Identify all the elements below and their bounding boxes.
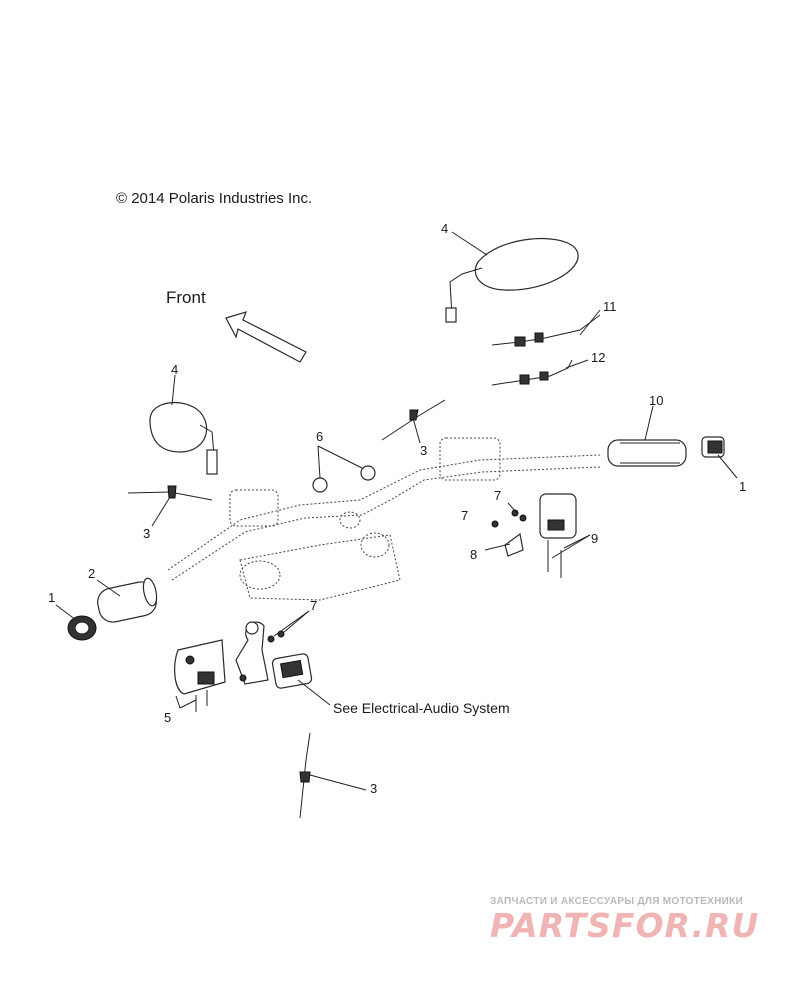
watermark-logo: PARTSFOR.RU xyxy=(490,906,760,945)
bar-end-left xyxy=(67,615,97,641)
callout-2: 2 xyxy=(88,566,96,581)
cable-clip-b xyxy=(360,465,376,481)
screws-7-right xyxy=(491,509,527,528)
callout-3-top: 3 xyxy=(420,443,428,458)
cable-tie-bottom xyxy=(299,732,311,819)
screws-7-bottom xyxy=(239,630,285,682)
callout-3-bottom: 3 xyxy=(370,781,378,796)
callout-3-left: 3 xyxy=(143,526,151,541)
reference-note: See Electrical-Audio System xyxy=(333,700,510,716)
callout-7-right-b: 7 xyxy=(461,508,469,523)
mount-bracket xyxy=(235,621,269,685)
callout-10: 10 xyxy=(649,393,664,408)
callout-5: 5 xyxy=(164,710,172,725)
bracket-8 xyxy=(504,532,524,557)
callout-7-bottom: 7 xyxy=(310,598,318,613)
cable-tie-top xyxy=(381,399,446,441)
left-grip xyxy=(97,577,158,623)
callout-7-right-a: 7 xyxy=(494,488,502,503)
throttle-cable xyxy=(491,359,573,386)
callout-4-top: 4 xyxy=(441,221,449,236)
front-direction-arrow xyxy=(225,311,307,363)
front-label: Front xyxy=(166,288,206,307)
mirror-left xyxy=(149,401,218,475)
copyright-notice: © 2014 Polaris Industries Inc. xyxy=(116,190,313,207)
clutch-cable xyxy=(491,314,601,347)
mirror-right xyxy=(445,237,579,323)
callout-9: 9 xyxy=(591,531,599,546)
handlebar-assembly xyxy=(167,437,601,601)
callout-12: 12 xyxy=(591,350,606,365)
callout-1-left: 1 xyxy=(48,590,56,605)
callout-11: 11 xyxy=(603,299,617,314)
watermark-caption: ЗАПЧАСТИ И АКСЕССУАРЫ ДЛЯ МОТОТЕХНИКИ xyxy=(490,896,743,907)
bar-end-right xyxy=(701,436,725,458)
right-grip xyxy=(607,439,687,467)
cable-tie-left xyxy=(127,485,213,501)
callout-1-right: 1 xyxy=(739,479,747,494)
left-switch-housing xyxy=(174,639,226,712)
audio-control-module xyxy=(271,653,313,689)
right-switch-housing xyxy=(539,493,577,578)
callout-8: 8 xyxy=(470,547,478,562)
leader-lines xyxy=(55,231,738,791)
callout-6: 6 xyxy=(316,429,324,444)
cable-clip-a xyxy=(312,477,328,493)
callout-4-left: 4 xyxy=(171,362,179,377)
